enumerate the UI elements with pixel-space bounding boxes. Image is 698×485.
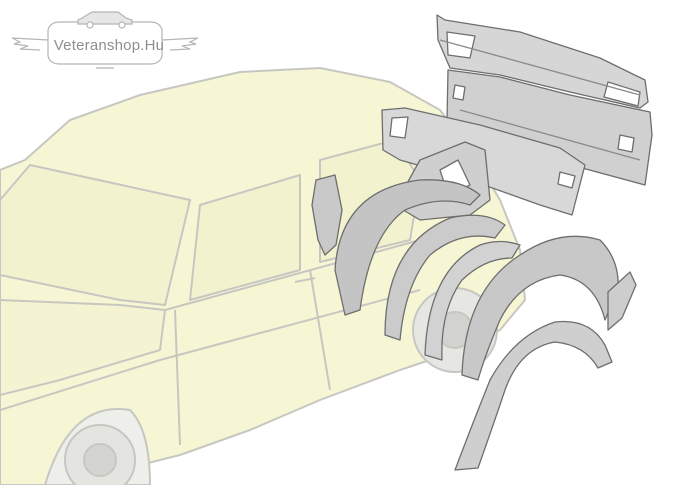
winged-car-emblem	[11, 11, 199, 69]
door-pillar-piece	[311, 174, 343, 256]
wheel-arch-3	[424, 240, 521, 361]
rear-panel-upper	[436, 14, 649, 109]
corner-piece	[607, 271, 637, 331]
wheel-arch-1	[334, 179, 481, 316]
wheel-arch-2	[384, 214, 506, 341]
site-logo: Veteranshop.Hu	[10, 4, 200, 76]
wheel-arch-lower	[454, 320, 613, 471]
rear-panel-middle	[446, 69, 653, 186]
logo-text: Veteranshop.Hu	[53, 37, 165, 54]
